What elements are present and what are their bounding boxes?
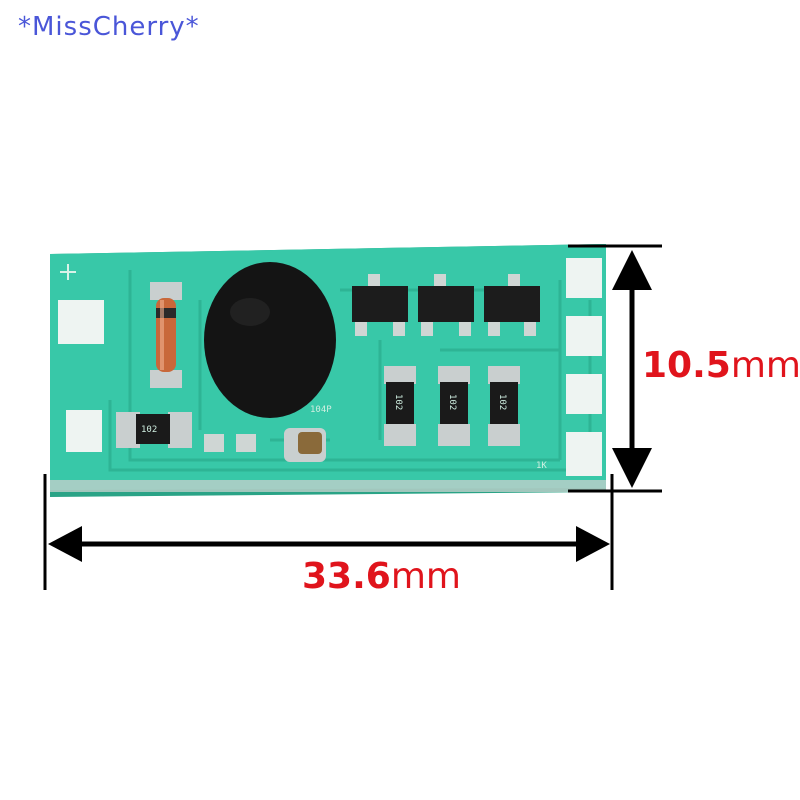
width-value: 33.6 [302, 556, 391, 597]
height-label: 10.5mm [642, 345, 800, 386]
capacitor-component [284, 428, 326, 462]
diode-component [150, 282, 182, 388]
smd-pad-a [204, 434, 224, 452]
arrow-left-icon [48, 526, 82, 562]
right-pad-4 [566, 432, 602, 476]
arrow-down-icon [612, 448, 652, 488]
right-pad-2 [566, 316, 602, 356]
transistor-2 [418, 274, 474, 336]
height-dimension [568, 244, 662, 493]
resistor-1: 102 [384, 366, 416, 446]
arrow-up-icon [612, 250, 652, 290]
resistor-2: 102 [438, 366, 470, 446]
resistor-horizontal: 102 [116, 412, 192, 448]
resistor-code-3: 102 [497, 394, 507, 410]
transistor-1 [352, 274, 408, 336]
ic-epoxy-blob [204, 262, 336, 418]
smd-pad-b [236, 434, 256, 452]
right-pad-1 [566, 258, 602, 298]
transistor-3 [484, 274, 540, 336]
arrow-right-icon [576, 526, 610, 562]
height-value: 10.5 [642, 345, 731, 386]
right-pad-3 [566, 374, 602, 414]
resistor-3: 102 [488, 366, 520, 446]
width-unit: mm [391, 556, 461, 597]
height-unit: mm [731, 345, 800, 386]
left-pad-bottom [66, 410, 102, 452]
width-label: 33.6mm [302, 556, 461, 597]
resistor-code-1: 102 [393, 394, 403, 410]
silkscreen-label-1k: 1K [536, 461, 547, 471]
width-dimension [43, 474, 614, 590]
plus-marking [60, 264, 76, 280]
resistor-code-2: 102 [447, 394, 457, 410]
left-pad-top [58, 300, 104, 344]
silkscreen-label-104p: 104P [310, 405, 332, 415]
brand-watermark: *MissCherry* [18, 12, 200, 42]
resistor-code-4: 102 [141, 425, 157, 435]
